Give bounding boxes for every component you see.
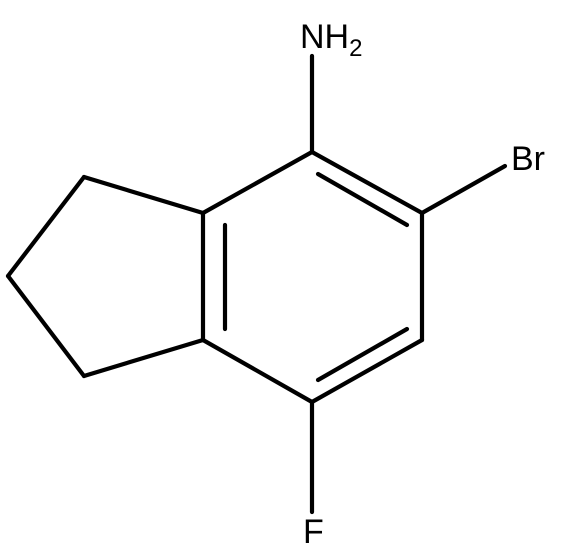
bond-ch2c-c5	[81, 337, 206, 379]
atom-label-nh2: NH2	[300, 18, 362, 62]
bond-ch2a-ch2b	[5, 174, 87, 279]
bond-ch2b-ch2c	[5, 273, 87, 379]
bond-c6-ch2a	[81, 174, 206, 216]
double-bond-inner-c1-c2	[315, 171, 410, 228]
atom-label-br: Br	[511, 140, 545, 178]
bond-c1-c2	[309, 149, 425, 216]
bond-c6-c1	[200, 149, 315, 216]
nh2-symbol: NH	[300, 18, 349, 56]
bond-c2-br	[419, 163, 508, 216]
nh2-subscript: 2	[349, 35, 362, 62]
double-bond-inner-c3-c4	[315, 326, 410, 383]
atom-label-f: F	[303, 513, 324, 551]
bond-c4-c5	[200, 337, 315, 405]
bond-c3-c4	[309, 337, 425, 405]
